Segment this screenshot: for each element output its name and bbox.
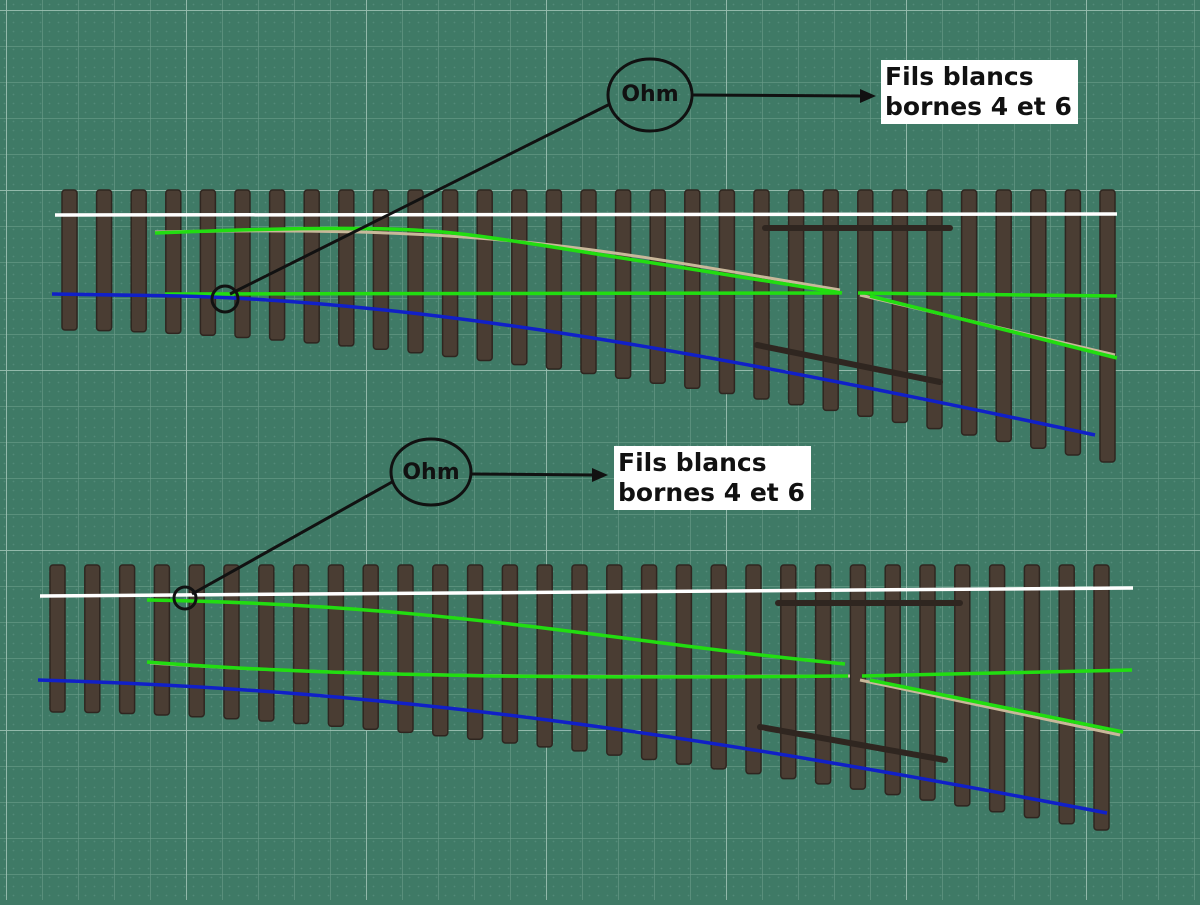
sleeper — [960, 189, 978, 436]
sleeper — [884, 564, 901, 796]
arrow-line-bottom — [471, 472, 595, 477]
sleeper — [84, 564, 101, 714]
wire-note-top-line1: Fils blancs — [885, 62, 1034, 91]
green-wire — [869, 294, 1118, 360]
ohm-circle-top — [606, 57, 694, 133]
wire-note-top-line2: bornes 4 et 6 — [885, 92, 1072, 121]
green-wire — [146, 598, 846, 666]
sleeper — [780, 564, 797, 780]
sleeper — [130, 189, 147, 333]
sleeper — [327, 564, 345, 727]
sleeper — [268, 189, 286, 341]
sleeper — [745, 564, 762, 775]
sleeper — [95, 189, 113, 332]
rail — [859, 678, 1121, 737]
sleeper — [61, 189, 78, 331]
arrow-head-bottom — [592, 468, 608, 482]
arrow-line-top — [692, 93, 863, 98]
sleeper — [292, 564, 310, 725]
wire-note-bottom-line1: Fils blancs — [618, 448, 767, 477]
sleeper — [258, 564, 275, 722]
sleeper — [995, 189, 1012, 443]
sleeper — [223, 564, 240, 720]
sleeper — [397, 564, 414, 734]
sleeper — [165, 189, 182, 335]
sleeper — [1030, 189, 1047, 449]
turnout-bottom — [37, 564, 1134, 831]
sleeper — [511, 189, 528, 366]
sleeper — [614, 189, 632, 380]
sleeper — [199, 189, 217, 337]
wire-note-bottom-line2: bornes 4 et 6 — [618, 478, 805, 507]
sleeper — [476, 189, 493, 362]
blue-wire — [51, 292, 1096, 437]
sleeper — [362, 564, 379, 730]
sleeper — [303, 189, 320, 344]
white-wire — [39, 586, 1134, 598]
ohm-annotation-top — [210, 57, 876, 314]
ohm-pointer-line-bottom — [191, 480, 393, 596]
sleeper — [1099, 189, 1116, 463]
arrow-head-top — [860, 89, 876, 103]
ohm-label-top: Ohm — [621, 82, 679, 107]
sleeper — [580, 189, 597, 375]
wire-note-bottom: Fils blancs bornes 4 et 6 — [614, 446, 811, 510]
check-rail — [754, 342, 943, 385]
sleeper — [118, 564, 136, 715]
sleeper — [675, 564, 693, 765]
check-rail — [757, 724, 948, 763]
ohm-label-bottom: Ohm — [402, 460, 460, 485]
sleeper — [1093, 564, 1110, 831]
green-wire — [164, 291, 841, 296]
sleeper — [545, 189, 563, 370]
sleeper — [153, 564, 171, 716]
green-wire — [869, 678, 1124, 734]
sleeper — [822, 189, 839, 412]
ohm-circle-bottom — [389, 437, 473, 507]
sleeper — [954, 564, 971, 807]
wire-note-top: Fils blancs bornes 4 et 6 — [881, 60, 1078, 124]
sleeper — [466, 564, 484, 740]
probe-point-circle-top — [210, 284, 240, 314]
sleeper — [919, 564, 936, 801]
green-wire — [861, 668, 1133, 678]
sleeper — [1058, 564, 1075, 825]
sleeper — [988, 564, 1006, 813]
green-wire — [857, 291, 1118, 298]
sleeper — [234, 189, 251, 339]
ohm-annotation-bottom — [172, 437, 608, 611]
turnout-top — [51, 189, 1118, 463]
sleeper — [684, 189, 701, 390]
sleeper — [536, 564, 553, 748]
sleeper — [640, 564, 658, 761]
ohm-pointer-line-top — [229, 102, 611, 296]
white-wire — [54, 212, 1118, 217]
sleeper — [606, 564, 623, 756]
green-wire — [146, 660, 849, 679]
blue-wire — [37, 678, 1108, 815]
sleeper — [710, 564, 727, 770]
sleeper — [501, 564, 519, 744]
sleeper — [1023, 564, 1041, 819]
sleeper — [432, 564, 449, 737]
sleeper — [571, 564, 588, 752]
probe-point-circle-bottom — [172, 585, 198, 611]
sleeper — [1064, 189, 1082, 456]
sleeper — [857, 189, 874, 418]
sleeper — [649, 189, 666, 384]
sleeper — [49, 564, 66, 713]
green-wire — [154, 226, 843, 295]
